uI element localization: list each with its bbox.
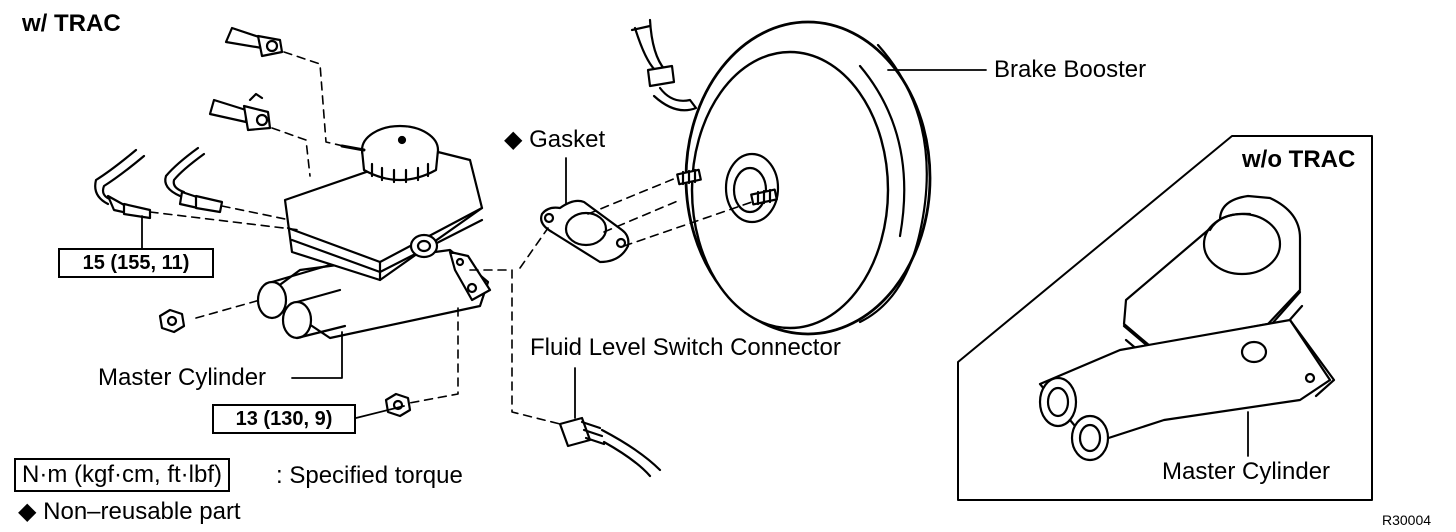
master-cylinder-label: Master Cylinder (98, 364, 267, 391)
inset-master-cylinder-drawing (1038, 194, 1336, 462)
mounting-nuts-drawing (141, 215, 412, 419)
master-cylinder-drawing (256, 124, 492, 379)
brake-lines-drawing (94, 26, 753, 425)
torque-spec-lower: 13 (130, 9) (212, 404, 356, 434)
gasket-label: ◆ Gasket (504, 126, 605, 154)
non-reusable-legend-icon: ◆ (18, 498, 37, 525)
torque-units-description: : Specified torque (276, 462, 463, 489)
brake-booster-label: Brake Booster (994, 56, 1147, 83)
variant-label-with-trac: w/ TRAC (22, 10, 121, 37)
non-reusable-icon: ◆ (504, 126, 523, 153)
inset-frame (957, 135, 1373, 501)
inset-master-cylinder-label: Master Cylinder (1162, 458, 1331, 485)
variant-label-without-trac: w/o TRAC (1242, 146, 1356, 173)
brake-booster-drawing (630, 18, 987, 336)
fluid-level-connector-drawing (558, 367, 662, 478)
torque-spec-upper: 15 (155, 11) (58, 248, 214, 278)
gasket-drawing (540, 157, 630, 264)
fluid-level-switch-label: Fluid Level Switch Connector (530, 334, 841, 361)
non-reusable-legend-text: Non–reusable part (43, 498, 241, 525)
torque-units-box: N·m (kgf·cm, ft·lbf) (14, 458, 230, 492)
non-reusable-legend: ◆ Non–reusable part (18, 498, 241, 526)
gasket-label-text: Gasket (529, 126, 606, 153)
figure-code: R30004 (1382, 512, 1432, 528)
